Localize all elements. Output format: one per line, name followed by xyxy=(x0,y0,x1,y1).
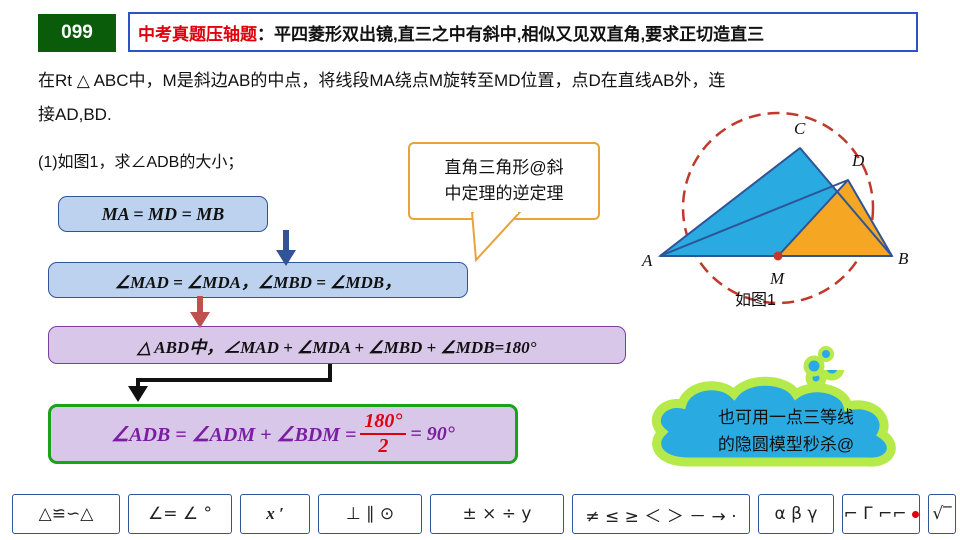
segment-db xyxy=(847,179,893,257)
callout-tail xyxy=(470,212,522,263)
toolbar-btn-3-label: ⊥ ∥ ⊙ xyxy=(345,504,395,524)
flow-box-2: ∠MAD = ∠MDA，∠MBD = ∠MDB， xyxy=(48,262,468,298)
toolbar-btn-angle-tools[interactable]: ∠= ∠ ° xyxy=(128,494,232,534)
toolbar-btn-5-label: ≠ ≤ ≥ ＜ ＞ － → · xyxy=(585,506,737,527)
fraction-denominator: 2 xyxy=(378,435,389,457)
callout-line-1: 直角三角形@斜 xyxy=(444,158,564,177)
red-dot-icon xyxy=(911,510,919,518)
title-black-text: ：平四菱形双出镜,直三之中有斜中,相似又见双直角,要求正切造直三 xyxy=(257,24,765,44)
toolbar-btn-greek-letters[interactable]: α β γ xyxy=(758,494,834,534)
toolbar-btn-2-label: x ′ xyxy=(266,504,284,523)
cloud-text: 也可用一点三等线 的隐圆模型秒杀@ xyxy=(636,404,936,458)
label-d: D xyxy=(851,151,865,170)
flow-box-4-right: = 90° xyxy=(410,422,455,445)
problem-line-2: 接AD,BD. xyxy=(38,105,112,124)
toolbar-btn-7-label: ⌐ Γ ⌐⌐ xyxy=(843,504,907,524)
arrow-box1-to-box2 xyxy=(276,230,296,266)
segment-cb xyxy=(799,147,893,257)
segment-md xyxy=(777,179,849,257)
toolbar-btn-8-label: √‾ xyxy=(932,504,952,524)
toolbar-btn-1-label: ∠= ∠ ° xyxy=(147,504,213,524)
slide-number-badge: 099 xyxy=(38,14,116,52)
fraction-numerator: 180° xyxy=(360,410,407,435)
segment-ac xyxy=(659,147,801,257)
toolbar-btn-relations[interactable]: ≠ ≤ ≥ ＜ ＞ － → · xyxy=(572,494,750,534)
toolbar-btn-right-angle-marks[interactable]: ⌐ Γ ⌐⌐ xyxy=(842,494,920,534)
flow-box-4-conclusion: ∠ADB = ∠ADM + ∠BDM = 180° 2 = 90° xyxy=(48,404,518,464)
cloud-bubble-dots xyxy=(803,346,834,377)
arrow-box3-to-box4 xyxy=(128,364,332,402)
toolbar-btn-4-label: ± × ÷ y xyxy=(462,504,532,524)
dashed-circle xyxy=(681,111,875,305)
slide-number-text: 099 xyxy=(61,22,93,43)
flow-box-4-left: ∠ADB = ∠ADM + ∠BDM = xyxy=(111,423,357,446)
math-symbol-toolbar: △≌∽△ ∠= ∠ ° x ′ ⊥ ∥ ⊙ ± × ÷ y ≠ ≤ ≥ ＜ ＞ … xyxy=(0,488,960,540)
flow-box-3-text: △ ABD中，∠MAD + ∠MDA + ∠MBD + ∠MDB=180° xyxy=(137,337,537,357)
toolbar-btn-shapes-congruent[interactable]: △≌∽△ xyxy=(12,494,120,534)
toolbar-btn-0-label: △≌∽△ xyxy=(38,504,94,524)
flow-box-3: △ ABD中，∠MAD + ∠MDA + ∠MBD + ∠MDB=180° xyxy=(48,326,626,364)
toolbar-btn-6-label: α β γ xyxy=(774,504,818,524)
label-m: M xyxy=(769,269,785,288)
title-banner: 中考真题压轴题：平四菱形双出镜,直三之中有斜中,相似又见双直角,要求正切造直三 xyxy=(128,12,918,52)
callout-theorem: 直角三角形@斜 中定理的逆定理 xyxy=(408,142,600,220)
problem-statement: 在Rt △ ABC中，M是斜边AB的中点，将线段MA绕点M旋转至MD位置，点D在… xyxy=(38,64,928,132)
title-red-text: 中考真题压轴题 xyxy=(138,24,257,44)
problem-line-1: 在Rt △ ABC中，M是斜边AB的中点，将线段MA绕点M旋转至MD位置，点D在… xyxy=(38,71,726,90)
cloud-line-1: 也可用一点三等线 xyxy=(718,408,854,427)
arrow-box2-to-box3 xyxy=(190,296,210,328)
label-a: A xyxy=(641,251,653,270)
label-b: B xyxy=(898,249,909,268)
flow-box-1: MA = MD = MB xyxy=(58,196,268,232)
toolbar-btn-variable-x[interactable]: x ′ xyxy=(240,494,310,534)
flow-box-2-text: ∠MAD = ∠MDA，∠MBD = ∠MDB， xyxy=(114,272,402,292)
callout-line-2: 中定理的逆定理 xyxy=(444,184,564,203)
cloud-note: 也可用一点三等线 的隐圆模型秒杀@ xyxy=(636,370,936,480)
toolbar-btn-perp-parallel-circle[interactable]: ⊥ ∥ ⊙ xyxy=(318,494,422,534)
geometry-figure: A B C D M xyxy=(641,111,909,305)
segment-ad xyxy=(659,179,849,257)
sub-question: (1)如图1，求∠ADB的大小； xyxy=(38,154,244,171)
toolbar-btn-arithmetic-ops[interactable]: ± × ÷ y xyxy=(430,494,564,534)
flow-box-1-text: MA = MD = MB xyxy=(101,203,225,224)
point-m-dot xyxy=(773,251,783,261)
label-c: C xyxy=(794,119,806,138)
fraction-180-over-2: 180° 2 xyxy=(360,410,407,458)
cloud-line-2: 的隐圆模型秒杀@ xyxy=(717,435,855,454)
figure-caption: 如图1 xyxy=(735,292,776,309)
toolbar-btn-radical[interactable]: √‾ xyxy=(928,494,956,534)
